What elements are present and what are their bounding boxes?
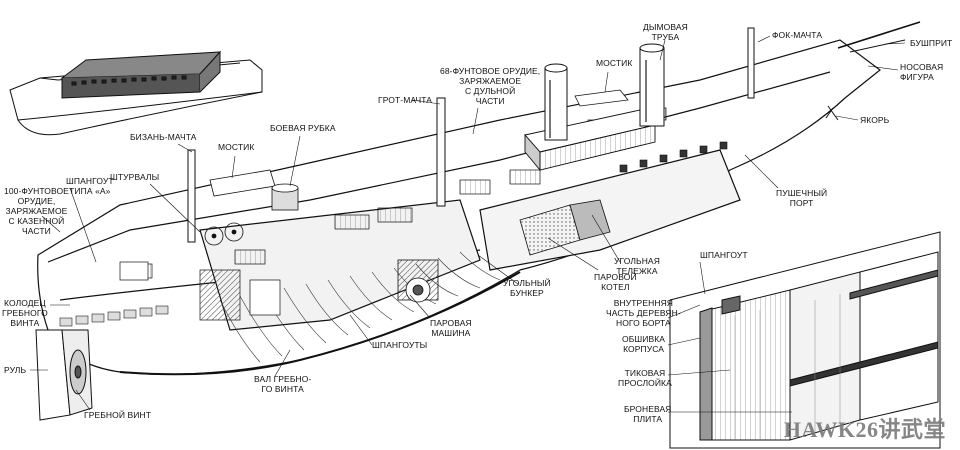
label-armor-plate: БРОНЕВАЯ ПЛИТА	[624, 404, 672, 424]
label-hull-plating: ОБШИВКА КОРПУСА	[622, 334, 666, 354]
rudder-propeller	[35, 329, 93, 421]
label-boiler: ПАРОВОЙ КОТЕЛ	[594, 272, 637, 292]
label-coal-bunker: УГОЛЬНЫЙ БУНКЕР	[503, 278, 551, 298]
label-figurehead: НОСОВАЯ ФИГУРА	[900, 62, 944, 82]
label-wheels: ШТУРВАЛЫ	[110, 172, 160, 182]
label-rudder: РУЛЬ	[4, 365, 27, 375]
label-funnel: ДЫМОВАЯ ТРУБА	[643, 22, 688, 42]
central-superstructure	[524, 109, 656, 172]
funnels	[544, 43, 665, 141]
label-conning-tower: БОЕВАЯ РУБКА	[270, 123, 336, 133]
main-hull	[37, 39, 881, 376]
label-prop-well: КОЛОДЕЦ ГРЕБНОГО ВИНТА	[2, 298, 48, 328]
label-coal-cart: УГОЛЬНАЯ ТЕЛЕЖКА	[614, 256, 660, 276]
label-gun-port: ПУШЕЧНЫЙ ПОРТ	[776, 188, 828, 208]
label-inner-wood: ВНУТРЕННЯЯ ЧАСТЬ ДЕРЕВЯН- НОГО БОРТА	[606, 298, 681, 328]
label-teak-backing: ТИКОВАЯ ПРОСЛОЙКА	[618, 368, 672, 388]
anchor-icon	[825, 105, 839, 121]
label-shaft: ВАЛ ГРЕБНО- ГО ВИНТА	[254, 374, 312, 394]
stern-machinery	[119, 261, 281, 321]
leader-lines	[30, 35, 906, 413]
label-frame: ШПАНГОУТ	[700, 250, 748, 260]
bridges	[209, 89, 629, 211]
boiler	[519, 199, 611, 256]
label-mizzenmast: БИЗАНЬ-МАЧТА	[130, 132, 197, 142]
label-foremast: ФОК-МАЧТА	[772, 30, 823, 40]
inset-hull	[9, 50, 263, 136]
label-muzzle-gun: 68-ФУНТОВОЕ ОРУДИЕ, ЗАРЯЖАЕМОЕ С ДУЛЬНОЙ…	[440, 66, 541, 106]
label-steam-engine: ПАРОВАЯ МАШИНА	[430, 318, 472, 338]
masts	[187, 21, 921, 243]
label-mainmast: ГРОТ-МАЧТА	[378, 95, 433, 105]
label-bridge-aft: МОСТИК	[218, 142, 255, 152]
label-frame-a: ШПАНГОУТ ТИПА «А»	[66, 176, 114, 196]
label-breech-gun: 100-ФУНТОВОЕ ОРУДИЕ, ЗАРЯЖАЕМОЕ С КАЗЕНН…	[4, 186, 69, 236]
label-bridge-fwd: МОСТИК	[596, 58, 633, 68]
inset-citadel	[60, 50, 222, 99]
wheels-icon	[204, 222, 244, 246]
label-frames: ШПАНГОУТЫ	[372, 340, 428, 350]
label-anchor: ЯКОРЬ	[860, 115, 890, 125]
watermark: HAWK26讲武堂	[783, 417, 946, 442]
armor-cross-section	[669, 231, 941, 449]
steam-engine	[397, 259, 439, 303]
label-propeller: ГРЕБНОЙ ВИНТ	[84, 410, 152, 420]
label-bowsprit: БУШПРИТ	[910, 38, 953, 48]
